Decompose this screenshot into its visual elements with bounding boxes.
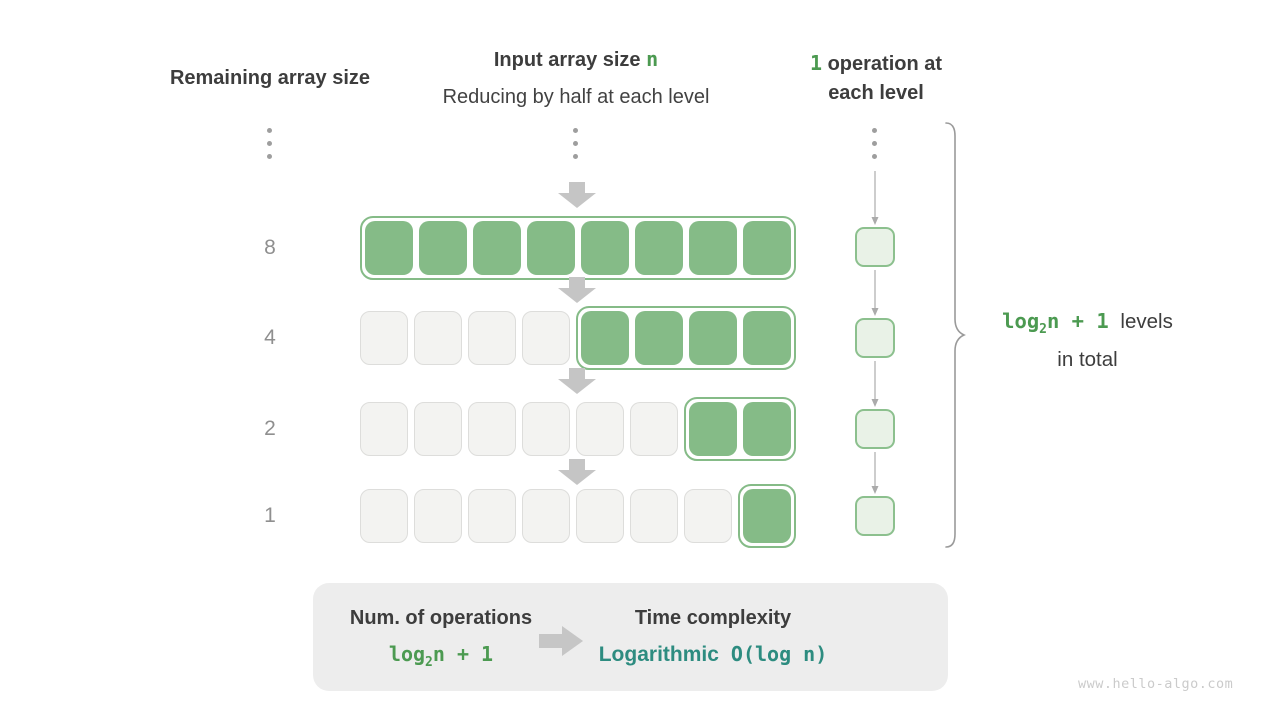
- down-block-arrow-icon: [558, 368, 596, 399]
- header-input-line1: Input array size n: [396, 45, 756, 75]
- operation-box: [855, 409, 895, 449]
- array-cell-inactive: [630, 489, 678, 543]
- brace-formula: log2n + 1: [1002, 309, 1109, 338]
- summary-box: Num. of operations log2n + 1 Time comple…: [313, 583, 948, 691]
- header-op-line1: 1 operation at: [766, 49, 986, 79]
- ellipsis-dots-left: [267, 128, 272, 159]
- array-cell-inactive: [468, 311, 516, 365]
- array-cell-inactive: [414, 489, 462, 543]
- summary-tc-title: Time complexity: [634, 607, 792, 629]
- array-cell-active: [743, 489, 791, 543]
- operation-box: [855, 318, 895, 358]
- array-cell-active: [689, 221, 737, 275]
- down-arrow-icon: [870, 171, 880, 230]
- ellipsis-dots-middle: [573, 128, 578, 159]
- array-cell-active: [581, 311, 629, 365]
- down-block-arrow-icon: [558, 277, 596, 308]
- header-remaining-text: Remaining array size: [169, 67, 371, 89]
- array-cell-inactive: [468, 489, 516, 543]
- brace-levels-text: levels: [1120, 310, 1173, 333]
- summary-time-complexity: Time complexity Logarithmic O(log n): [563, 605, 863, 668]
- array-cell-inactive: [468, 402, 516, 456]
- active-subarray-outline: [576, 306, 796, 370]
- array-cell-active: [689, 402, 737, 456]
- summary-tc-value: Logarithmic O(log n): [563, 641, 863, 668]
- brace-label-line2: in total: [1057, 348, 1118, 372]
- remaining-size-label: 8: [264, 236, 276, 259]
- down-block-arrow-icon: [558, 182, 596, 213]
- array-cell-inactive: [684, 489, 732, 543]
- array-cell-active: [743, 402, 791, 456]
- down-block-arrow-icon: [558, 459, 596, 490]
- header-input-accent-n: n: [646, 47, 659, 71]
- active-subarray-outline: [684, 397, 796, 461]
- summary-operations: Num. of operations log2n + 1: [321, 605, 561, 676]
- array-cell-inactive: [576, 402, 624, 456]
- array-cell-active: [473, 221, 521, 275]
- summary-operations-formula: log2n + 1: [388, 642, 494, 670]
- array-cell-active: [581, 221, 629, 275]
- down-arrow-icon: [870, 452, 880, 499]
- header-one-operation: 1 operation at each level: [766, 49, 986, 108]
- watermark: www.hello-algo.com: [1078, 676, 1234, 692]
- array-cell-inactive: [576, 489, 624, 543]
- right-block-arrow-icon: [539, 626, 583, 656]
- array-row: [360, 397, 796, 461]
- array-cell-active: [419, 221, 467, 275]
- array-cell-active: [635, 221, 683, 275]
- down-arrow-icon: [870, 270, 880, 321]
- header-op-accent-1: 1: [809, 51, 823, 75]
- summary-operations-title: Num. of operations: [349, 607, 533, 629]
- array-cell-inactive: [630, 402, 678, 456]
- operation-box: [855, 227, 895, 267]
- array-cell-inactive: [414, 402, 462, 456]
- array-cell-active: [689, 311, 737, 365]
- array-cell-inactive: [522, 402, 570, 456]
- array-cell-active: [635, 311, 683, 365]
- brace-label: log2n + 1 levels in total: [985, 306, 1190, 375]
- array-row: [360, 306, 796, 370]
- header-op-text1: operation at: [827, 53, 943, 75]
- array-cell-active: [743, 221, 791, 275]
- header-op-text2: each level: [828, 82, 924, 104]
- array-row: [360, 216, 796, 280]
- header-input-array-size: Input array size n Reducing by half at e…: [396, 45, 756, 112]
- array-cell-inactive: [522, 311, 570, 365]
- header-input-subtitle: Reducing by half at each level: [442, 86, 710, 108]
- brace-label-line1: log2n + 1 levels: [985, 306, 1190, 345]
- array-cell-inactive: [360, 489, 408, 543]
- down-arrow-icon: [870, 361, 880, 412]
- ellipsis-dots-right: [872, 128, 877, 159]
- operation-box: [855, 496, 895, 536]
- active-subarray-outline: [738, 484, 796, 548]
- remaining-size-label: 2: [264, 417, 276, 440]
- active-subarray-outline: [360, 216, 796, 280]
- array-cell-inactive: [414, 311, 462, 365]
- header-input-main: Input array size: [493, 49, 641, 71]
- array-cell-inactive: [522, 489, 570, 543]
- brace: [945, 122, 966, 548]
- array-cell-active: [743, 311, 791, 365]
- array-cell-active: [527, 221, 575, 275]
- remaining-size-label: 1: [264, 504, 276, 527]
- header-remaining-array-size: Remaining array size: [120, 64, 420, 93]
- remaining-size-label: 4: [264, 326, 276, 349]
- array-cell-inactive: [360, 311, 408, 365]
- tc-name: Logarithmic: [598, 643, 719, 666]
- array-cell-inactive: [360, 402, 408, 456]
- array-cell-active: [365, 221, 413, 275]
- tc-big-o: O(log n): [730, 642, 828, 666]
- array-row: [360, 484, 796, 548]
